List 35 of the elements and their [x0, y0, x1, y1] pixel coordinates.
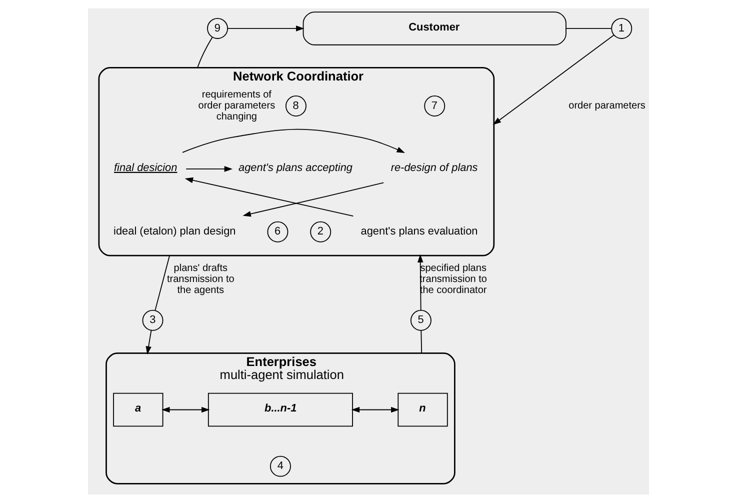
node-box: b...n-1	[207, 392, 352, 427]
node-box: Customer	[302, 12, 566, 46]
node-box: n	[397, 392, 448, 427]
node-circle: 1	[610, 18, 632, 39]
arrow	[184, 177, 354, 216]
arrow	[185, 166, 232, 172]
edge-label: order parameters	[568, 100, 645, 112]
node-box: a	[112, 392, 163, 427]
arrow	[161, 406, 210, 413]
node-text: agent's plans evaluation	[360, 226, 478, 238]
connector	[420, 330, 422, 354]
node-text: ideal (etalon) plan design	[113, 226, 236, 238]
node-circle: 9	[206, 18, 228, 39]
node-circle: 3	[142, 310, 163, 331]
connector	[154, 255, 170, 311]
node-circle: 6	[266, 221, 288, 242]
connector	[196, 36, 212, 68]
arrow	[492, 34, 614, 125]
arrow	[182, 128, 404, 153]
arrow	[416, 254, 423, 311]
arrow	[145, 330, 152, 355]
edge-label: requirements of order parameters changing	[198, 90, 275, 123]
node-text: final desicion	[114, 162, 177, 174]
node-circle: 8	[285, 96, 306, 116]
connector	[565, 28, 612, 29]
node-circle: 2	[310, 221, 331, 242]
node-text: agent's plans accepting	[238, 162, 352, 174]
node-text: re-design of plans	[390, 162, 478, 174]
edge-label: plans' drafts transmission to the agents	[166, 262, 234, 296]
arrow	[350, 406, 399, 413]
node-circle: 7	[424, 96, 445, 116]
arrow	[226, 26, 304, 32]
node-circle: 5	[410, 310, 431, 331]
arrow	[242, 182, 384, 217]
node-circle: 4	[269, 456, 290, 477]
